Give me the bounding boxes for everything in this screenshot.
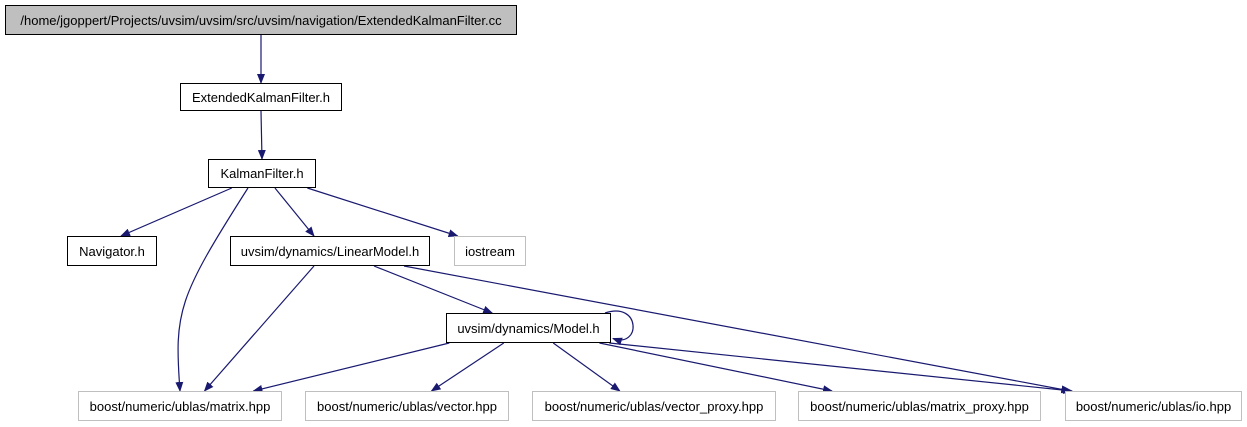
edge-model_h-to-io_hpp bbox=[609, 342, 1074, 395]
edge-ekf_h-to-kalman_h bbox=[257, 110, 266, 160]
node-kalman-filter-h[interactable]: KalmanFilter.h bbox=[208, 159, 316, 188]
node-matrix-proxy-hpp[interactable]: boost/numeric/ublas/matrix_proxy.hpp bbox=[798, 391, 1041, 421]
edge-linear_model_h-to-io_hpp bbox=[403, 265, 1072, 394]
node-extended-kalman-filter-h[interactable]: ExtendedKalmanFilter.h bbox=[180, 83, 342, 111]
edge-model_h-to-vector_hpp bbox=[430, 342, 505, 392]
node-label: iostream bbox=[465, 243, 515, 259]
edge-model_h-to-matrix_hpp bbox=[252, 342, 450, 393]
node-vector-proxy-hpp[interactable]: boost/numeric/ublas/vector_proxy.hpp bbox=[532, 391, 776, 421]
node-io-hpp[interactable]: boost/numeric/ublas/io.hpp bbox=[1065, 391, 1242, 421]
node-label: boost/numeric/ublas/io.hpp bbox=[1075, 398, 1232, 414]
edge-model_h-to-matrix_proxy_hpp bbox=[599, 342, 833, 394]
edge-kalman_h-to-iostream bbox=[307, 187, 459, 238]
node-navigator-h[interactable]: Navigator.h bbox=[67, 236, 157, 266]
node-label: boost/numeric/ublas/matrix_proxy.hpp bbox=[810, 398, 1029, 414]
node-label: uvsim/dynamics/LinearModel.h bbox=[240, 243, 420, 259]
node-root-file[interactable]: /home/jgoppert/Projects/uvsim/uvsim/src/… bbox=[5, 5, 517, 35]
node-label: KalmanFilter.h bbox=[220, 166, 304, 181]
node-label: boost/numeric/ublas/vector.hpp bbox=[317, 398, 497, 414]
edge-model_h-to-vector_proxy_hpp bbox=[552, 342, 621, 392]
edge-kalman_h-to-navigator_h bbox=[120, 187, 232, 237]
node-label: uvsim/dynamics/Model.h bbox=[457, 320, 600, 336]
node-label: ExtendedKalmanFilter.h bbox=[191, 89, 331, 105]
node-iostream[interactable]: iostream bbox=[454, 236, 526, 266]
node-model-h[interactable]: uvsim/dynamics/Model.h bbox=[446, 313, 611, 343]
edge-kalman_h-to-linear_model_h bbox=[274, 187, 315, 237]
edge-linear_model_h-to-model_h bbox=[373, 265, 494, 314]
edge-linear_model_h-to-matrix_hpp bbox=[203, 265, 315, 392]
node-matrix-hpp[interactable]: boost/numeric/ublas/matrix.hpp bbox=[78, 391, 282, 421]
node-label: /home/jgoppert/Projects/uvsim/uvsim/src/… bbox=[20, 12, 502, 28]
node-label: boost/numeric/ublas/vector_proxy.hpp bbox=[544, 398, 764, 414]
node-label: Navigator.h bbox=[79, 243, 145, 259]
node-label: boost/numeric/ublas/matrix.hpp bbox=[89, 398, 271, 414]
node-linear-model-h[interactable]: uvsim/dynamics/LinearModel.h bbox=[230, 236, 430, 266]
edge-kalman_h-to-matrix_hpp bbox=[175, 187, 249, 392]
edge-model_h-to-model_h bbox=[604, 310, 634, 346]
node-vector-hpp[interactable]: boost/numeric/ublas/vector.hpp bbox=[305, 391, 509, 421]
